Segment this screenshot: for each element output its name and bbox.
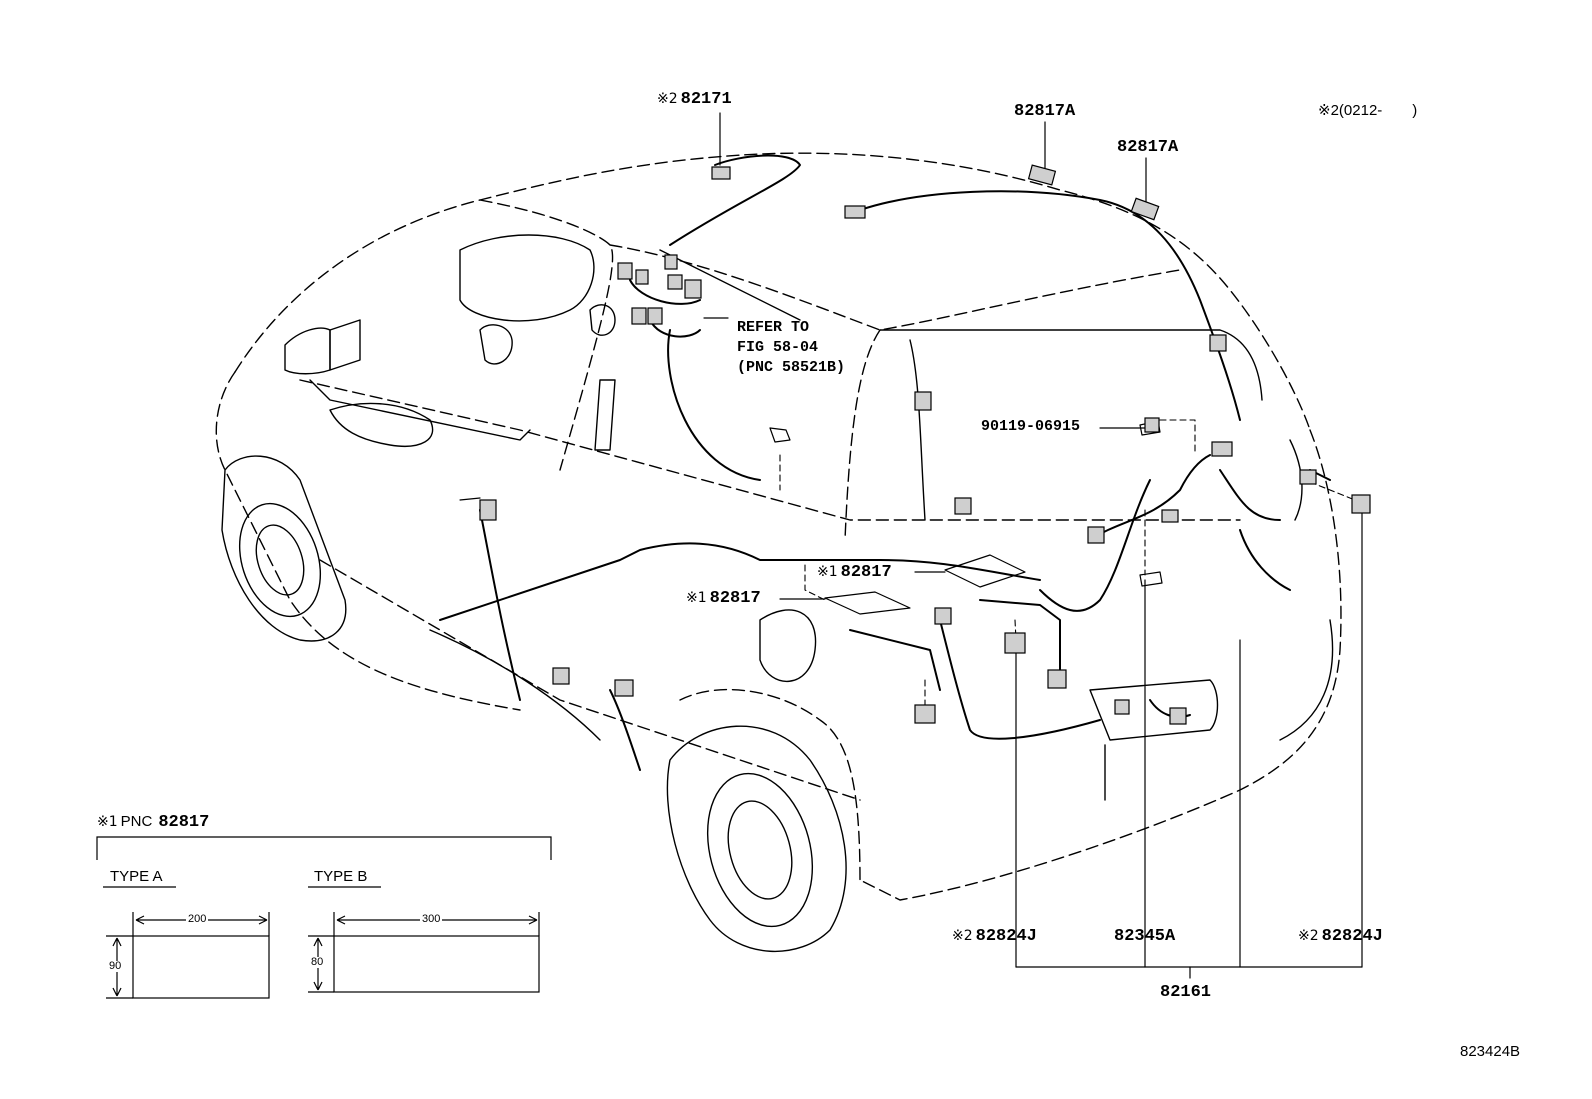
callout-bolt-90119-06915: 90119-06915 [981, 419, 1080, 434]
type-b-label: TYPE B [314, 868, 368, 885]
callout-82817a-1: 82817A [1014, 103, 1075, 120]
part-number: 82817 [158, 813, 210, 832]
part-number: 82161 [1160, 983, 1212, 1002]
type-a-height: 90 [107, 960, 124, 972]
note-mark-1: ※1 [817, 564, 838, 580]
inset-graphics [96, 836, 552, 999]
type-a-label: TYPE A [110, 868, 163, 885]
pnc-prefix: PNC [120, 813, 153, 830]
part-number: 82345A [1114, 927, 1176, 946]
connector [617, 262, 633, 280]
part-number: 82817 [840, 563, 892, 582]
rear-wheel [666, 725, 847, 953]
part-number: 82824J [975, 927, 1037, 946]
connector [1169, 707, 1187, 725]
connector [914, 391, 932, 411]
tape-pads [824, 554, 1026, 615]
brackets [459, 420, 1163, 587]
part-number: 82824J [1321, 927, 1383, 946]
type-a-width: 200 [186, 913, 209, 925]
refer-line-2: FIG 58-04 [737, 339, 819, 356]
connector [1299, 469, 1317, 485]
applicability-note: ※2(0212- ) [1318, 103, 1417, 118]
connector-82824j-left [1004, 632, 1026, 654]
connector [1087, 526, 1105, 544]
connector-bolt-head [1144, 417, 1160, 433]
figure-id: 823424B [1460, 1043, 1521, 1060]
connector [664, 254, 678, 270]
connector [1130, 197, 1160, 221]
connector [479, 499, 497, 521]
connector-82824j-right [1351, 494, 1371, 514]
note-mark-1: ※1 [97, 814, 118, 830]
callout-82161-harness: 82161 [1160, 984, 1211, 1001]
leader-lines [703, 112, 1363, 979]
car-body [215, 152, 1342, 901]
refer-to-note: REFER TO FIG 58-04 (PNC 58521B) [737, 318, 845, 378]
connector [711, 166, 731, 180]
connector [954, 497, 972, 515]
connector [1114, 699, 1130, 715]
note-mark-1: ※1 [686, 590, 707, 606]
note-mark-2: ※2 [1298, 928, 1319, 944]
front-wheel [221, 455, 347, 642]
connector [934, 607, 952, 625]
connector [552, 667, 570, 685]
connector [635, 269, 649, 285]
callout-82817a-2: 82817A [1117, 139, 1178, 156]
part-number: 82817A [1117, 138, 1179, 157]
type-b-box [333, 935, 540, 993]
connector [684, 279, 702, 299]
connectors [479, 164, 1371, 725]
type-a-box [132, 935, 270, 999]
part-number: 90119-06915 [981, 418, 1081, 435]
note-mark-2: ※2 [952, 928, 973, 944]
type-b-height: 80 [309, 956, 326, 968]
connector [614, 679, 634, 697]
connector [844, 205, 866, 219]
part-number: 82817 [709, 589, 761, 608]
dashed-leaders [779, 419, 1356, 706]
connector [1209, 334, 1227, 352]
callout-82345a: 82345A [1114, 928, 1175, 945]
wiring-harness [439, 154, 1331, 771]
connector [1211, 441, 1233, 457]
connector [667, 274, 683, 290]
part-number: 82171 [680, 90, 732, 109]
connector [1161, 509, 1179, 523]
connector [1027, 164, 1057, 186]
connector [647, 307, 663, 325]
connector [1047, 669, 1067, 689]
note-mark-2: ※2 [1318, 102, 1339, 119]
connector [914, 704, 936, 724]
part-number: 82817A [1014, 102, 1076, 121]
note-mark-2: ※2 [657, 91, 678, 107]
connector [631, 307, 647, 325]
refer-line-3: (PNC 58521B) [737, 359, 846, 376]
date-range: (0212- ) [1338, 102, 1418, 119]
type-b-width: 300 [420, 913, 443, 925]
refer-line-1: REFER TO [737, 319, 810, 336]
